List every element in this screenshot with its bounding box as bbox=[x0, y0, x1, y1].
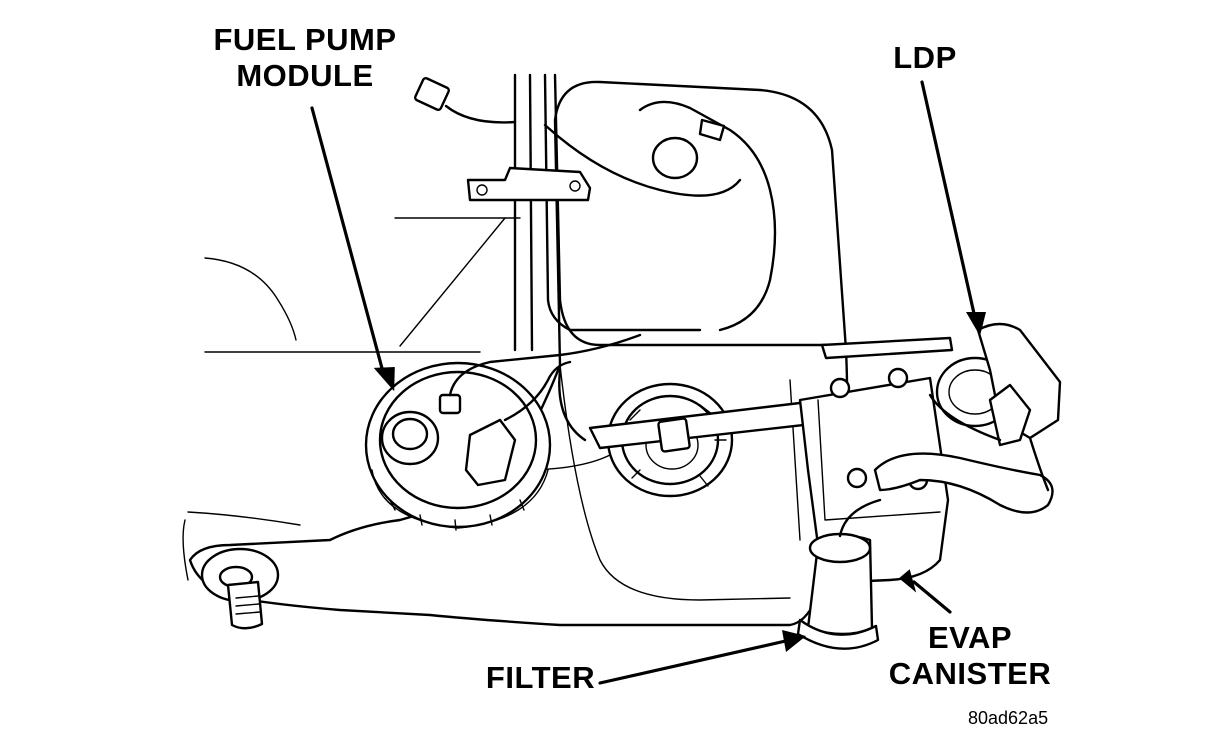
fuel-pump-module-label-line-2: MODULE bbox=[236, 58, 374, 93]
filter-label: FILTER bbox=[478, 660, 603, 696]
figure-id: 80ad62a5 bbox=[968, 708, 1049, 728]
fuel-tank bbox=[188, 80, 849, 627]
filler-neck bbox=[200, 547, 280, 630]
ldp-label: LDP bbox=[880, 40, 970, 76]
fuel-pump-module-label: FUEL PUMP MODULE bbox=[190, 22, 420, 94]
evap-canister bbox=[798, 367, 1054, 584]
filter bbox=[796, 498, 882, 650]
leak-detection-pump bbox=[928, 322, 1062, 492]
callout-arrows bbox=[310, 80, 986, 685]
ldp-label-text: LDP bbox=[893, 40, 957, 75]
evap-canister-label: EVAP CANISTER bbox=[880, 620, 1060, 692]
evap-canister-label-line-1: EVAP bbox=[927, 620, 1013, 655]
evap-canister-label-line-2: CANISTER bbox=[888, 656, 1052, 691]
wiring-harness bbox=[414, 76, 777, 332]
fuel-pump-module bbox=[364, 333, 642, 531]
filter-label-text: FILTER bbox=[485, 660, 596, 695]
fuel-pump-module-label-line-1: FUEL PUMP bbox=[213, 22, 397, 57]
